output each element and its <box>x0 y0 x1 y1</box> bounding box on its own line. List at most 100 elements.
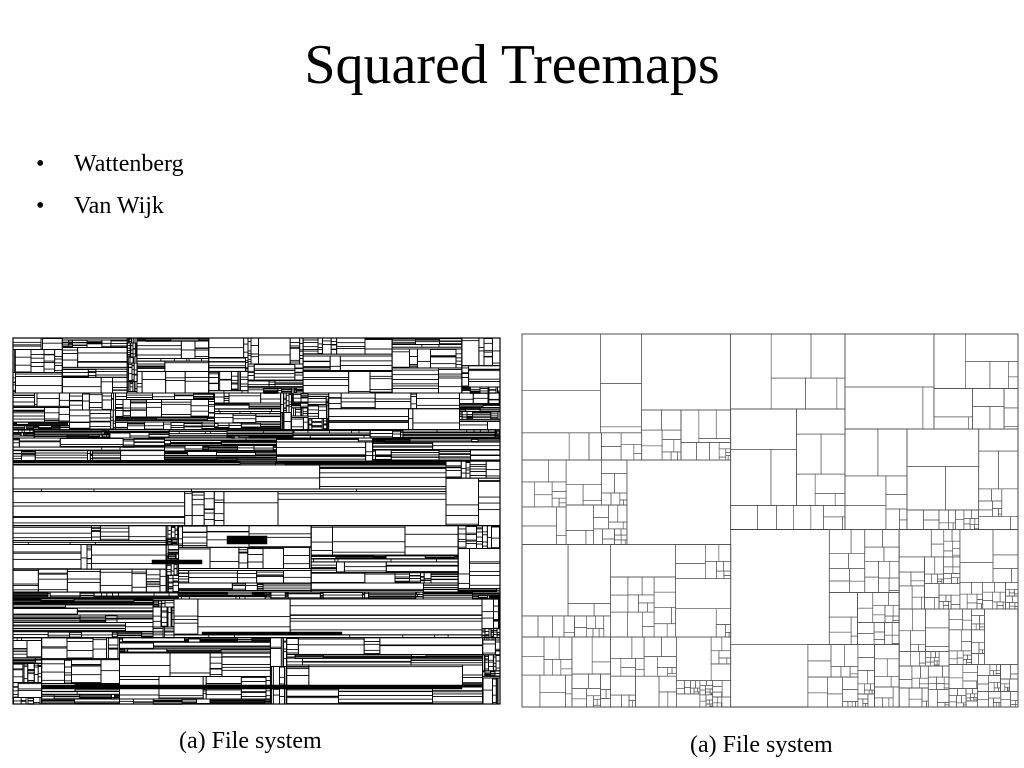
treemap-cell <box>600 689 607 699</box>
treemap-cell <box>365 455 373 462</box>
treemap-cell <box>241 390 249 394</box>
treemap-cell <box>191 515 205 527</box>
treemap-cell <box>490 415 499 418</box>
treemap-cell <box>658 691 669 708</box>
treemap-cell <box>307 396 330 406</box>
treemap-cell <box>844 333 1019 430</box>
treemap-cell <box>300 397 309 403</box>
treemap-cell <box>627 611 643 638</box>
treemap-cell <box>593 504 628 530</box>
treemap-cell <box>898 665 929 689</box>
treemap-cell <box>827 693 843 708</box>
treemap-cell <box>170 531 176 539</box>
treemap-cell <box>91 531 101 538</box>
treemap-cell <box>339 355 393 362</box>
treemap-cell <box>890 676 900 688</box>
treemap-cell <box>408 408 414 420</box>
treemap-cell <box>194 349 210 357</box>
treemap-cell <box>593 528 603 545</box>
treemap-cell <box>286 654 296 659</box>
treemap-cell <box>614 528 622 536</box>
treemap-cell <box>933 660 938 666</box>
treemap-cell <box>272 688 280 696</box>
treemap-cell <box>27 663 35 670</box>
treemap-cell <box>299 343 304 351</box>
treemap-cell <box>258 337 291 365</box>
treemap-cell <box>945 466 980 511</box>
treemap-cell <box>216 452 256 456</box>
treemap-cell <box>667 691 677 708</box>
treemap-cell <box>173 622 199 635</box>
treemap-cell <box>302 337 319 355</box>
treemap-cell <box>484 654 489 672</box>
treemap-cell <box>348 371 371 392</box>
treemap-cell <box>265 676 271 681</box>
treemap-cell <box>391 367 439 394</box>
treemap-cell <box>178 546 211 569</box>
treemap-cell <box>723 570 731 576</box>
treemap-cell <box>885 508 900 530</box>
treemap-cell <box>379 645 484 655</box>
treemap-cell <box>14 349 32 373</box>
treemap-cell <box>170 338 200 342</box>
treemap-cell <box>1003 407 1019 428</box>
treemap-cell <box>321 337 332 355</box>
treemap-cell <box>961 695 967 704</box>
treemap-cell <box>972 388 1005 430</box>
treemap-cell <box>27 673 35 681</box>
treemap-cell <box>977 691 989 700</box>
treemap-cell <box>942 601 949 606</box>
treemap-cell <box>430 579 459 584</box>
treemap-cell <box>115 421 128 428</box>
treemap-cell <box>276 441 367 448</box>
treemap-cell <box>253 364 296 370</box>
treemap-cell <box>391 374 439 380</box>
treemap-cell <box>336 561 345 574</box>
treemap-cell <box>521 333 642 461</box>
treemap-cell <box>161 606 168 612</box>
treemap-cell <box>26 640 42 658</box>
treemap-cell <box>209 561 240 569</box>
treemap-cell <box>114 693 120 700</box>
treemap-cell <box>173 598 199 617</box>
treemap-cell <box>15 376 63 386</box>
treemap-cell <box>100 376 113 383</box>
treemap-cell <box>521 432 570 461</box>
treemap-cell <box>115 392 127 397</box>
treemap-cell <box>122 440 135 446</box>
treemap-cell <box>994 582 1006 593</box>
treemap-cell <box>409 348 418 357</box>
treemap-cell <box>41 637 68 648</box>
treemap-cell <box>432 703 484 705</box>
treemap-cell <box>223 390 243 394</box>
treemap-cell <box>823 505 846 518</box>
treemap-cell <box>635 669 645 677</box>
treemap-cell <box>86 563 92 570</box>
treemap-cell <box>882 529 900 548</box>
treemap-cell <box>243 337 249 345</box>
treemap-cell <box>466 411 474 420</box>
treemap-cell <box>37 578 68 591</box>
treemap-cell <box>12 686 19 692</box>
treemap-cell <box>620 534 628 541</box>
treemap-cell <box>302 361 331 367</box>
treemap-cell <box>588 432 602 461</box>
treemap-cell <box>129 383 134 388</box>
treemap-cell <box>270 637 282 667</box>
treemap-cell <box>1010 673 1019 680</box>
treemap-cell <box>884 615 894 623</box>
treemap-cell <box>66 637 94 642</box>
treemap-cell <box>582 484 602 501</box>
treemap-cell <box>521 615 575 638</box>
treemap-cell <box>493 662 497 667</box>
treemap-cell <box>705 699 711 705</box>
treemap-cell <box>131 573 147 588</box>
treemap-cell <box>712 680 723 687</box>
treemap-cell <box>438 377 463 388</box>
treemap-cell <box>69 409 91 430</box>
treemap-cell <box>188 570 238 584</box>
treemap-cell <box>898 608 913 631</box>
treemap-cell <box>17 682 43 698</box>
treemap-cell <box>620 432 642 445</box>
treemap-cell <box>340 401 376 408</box>
